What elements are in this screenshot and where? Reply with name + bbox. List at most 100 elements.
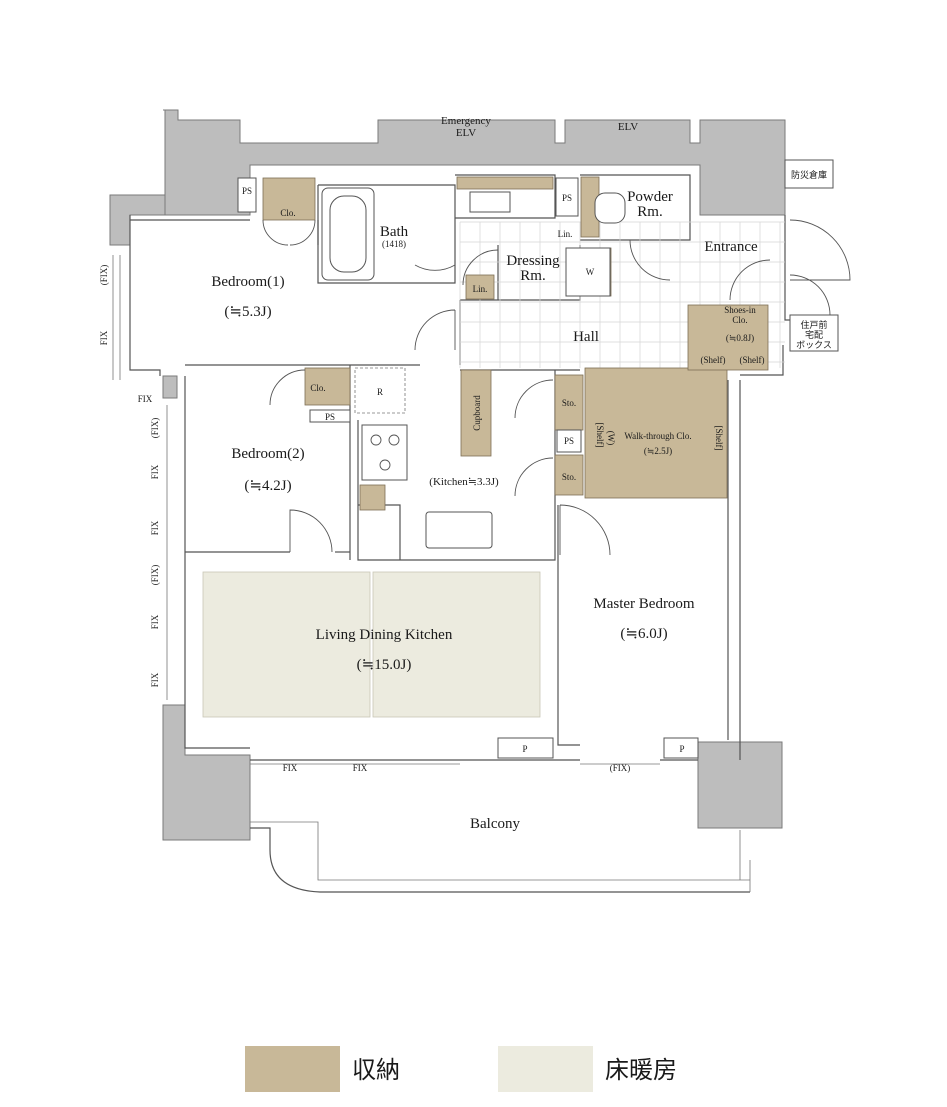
shoes-area-label: (≒0.8J) [726,333,754,343]
dressing-door [462,249,499,286]
fix-label-corner: FIX [138,394,153,404]
fix-label-left-7: FIX [150,614,160,629]
ps-label-bedroom2: PS [325,412,335,422]
bedroom1-door [414,309,456,351]
wtc-name: Walk-through Clo. [624,431,691,441]
bedroom2-closet-door [269,369,306,406]
refrigerator-label: R [377,387,383,397]
p-label-right: P [679,744,684,754]
ps-box-bedroom2 [309,409,351,423]
shoes-shelf-left: (Shelf) [701,355,726,365]
ps-box-hall [556,429,582,453]
fix-label-bottom-1: FIX [283,763,298,773]
bedroom1-closet [262,177,316,221]
fixtures [112,177,839,765]
ps-box-top-left [237,177,257,213]
bathtub-inner [329,195,367,273]
doors [262,219,851,556]
ps-label-top-left: PS [242,186,252,196]
dressing-shelf [456,176,554,190]
delivery-door [789,274,831,316]
fix-label-left-1: (FIX) [99,265,109,286]
entrance-label: Entrance [704,239,758,255]
bath-door [414,225,456,271]
bedroom1-area: (≒5.3J) [224,304,271,320]
room-labels: Emergency ELV ELV 防災倉庫 PS Clo. Bath (141… [99,115,832,832]
cupboard [460,369,492,457]
fix-label-left-6: (FIX) [150,565,160,586]
dressing-label-2: Rm. [520,268,545,284]
bedroom2-door [289,509,333,553]
sto-door-upper [514,379,554,419]
shoes-door [729,259,771,301]
elv-label: ELV [618,121,638,133]
refrigerator [354,367,406,414]
wtc-area: (≒2.5J) [644,446,672,456]
fix-label-left-5: FIX [150,520,160,535]
shoes-label-2: Clo. [732,315,747,325]
legend-swatch-storage [245,1046,340,1092]
fix-label-left-3: (FIX) [150,418,160,439]
delivery-label-1: 住戸前 [800,319,827,330]
p-label-left: P [522,744,527,754]
kitchen-pantry [359,484,386,511]
washer [565,247,611,297]
sto-door-lower [514,457,554,497]
bath-label: Bath [380,224,409,240]
legend-label-heating: 床暖房 [605,1057,677,1084]
ldk-heating-left [202,571,371,718]
bath-size-label: (1418) [382,239,406,249]
pipe-box-left [497,737,554,759]
disaster-storage-label: 防災倉庫 [791,169,827,180]
master-name: Master Bedroom [593,596,695,612]
linen-label-powder: Lin. [558,229,573,239]
vanity-sink [469,191,511,213]
delivery-box [789,314,839,352]
linen-label-dressing: Lin. [473,284,488,294]
fix-label-left-4: FIX [150,464,160,479]
storage-areas [262,176,769,511]
washer-label: W [586,267,595,277]
fix-label-bottom-3: (FIX) [610,763,631,773]
delivery-label-2: 宅配 [805,329,823,340]
fix-label-left-2: FIX [99,330,109,345]
closet2-label: Clo. [310,383,325,393]
kitchen-sink [425,511,493,549]
entrance-door [789,219,851,281]
toilet [594,192,626,224]
sto-label-lower: Sto. [562,472,576,482]
walk-through-closet [584,367,728,499]
storage-lower [554,454,584,496]
sto-label-upper: Sto. [562,398,576,408]
cupboard-label: Cupboard [472,395,482,431]
master-door [559,504,611,556]
legend-label-storage: 収納 [352,1057,400,1084]
legend: 収納 床暖房 [245,1046,677,1092]
linen-dressing [465,274,495,300]
powder-label-2: Rm. [637,204,662,220]
cooktop [361,424,408,481]
closet1-label: Clo. [280,208,295,218]
balcony-label: Balcony [470,816,520,832]
ldk-area: (≒15.0J) [357,657,412,673]
shoes-closet [687,304,769,371]
bedroom1-name: Bedroom(1) [211,274,284,290]
floor-heating [202,571,541,718]
kitchen-label: (Kitchen≒3.3J) [429,476,499,488]
powder-label-1: Powder [627,189,673,205]
pipe-box-right [663,737,699,759]
delivery-label-3: ボックス [796,340,832,350]
shoes-label-1: Shoes-in [724,305,756,315]
fix-label-bottom-2: FIX [353,763,368,773]
master-area: (≒6.0J) [620,626,667,642]
bedroom2-area: (≒4.2J) [244,478,291,494]
bedroom2-closet [304,367,351,406]
bedroom2-name: Bedroom(2) [231,446,304,462]
wtc-shelf-right: [Shelf] [714,426,724,451]
hall-label: Hall [573,329,599,345]
dressing-label-1: Dressing [506,253,560,269]
legend-swatch-heating [498,1046,593,1092]
powder-door [629,239,671,281]
shoes-shelf-right: (Shelf) [740,355,765,365]
